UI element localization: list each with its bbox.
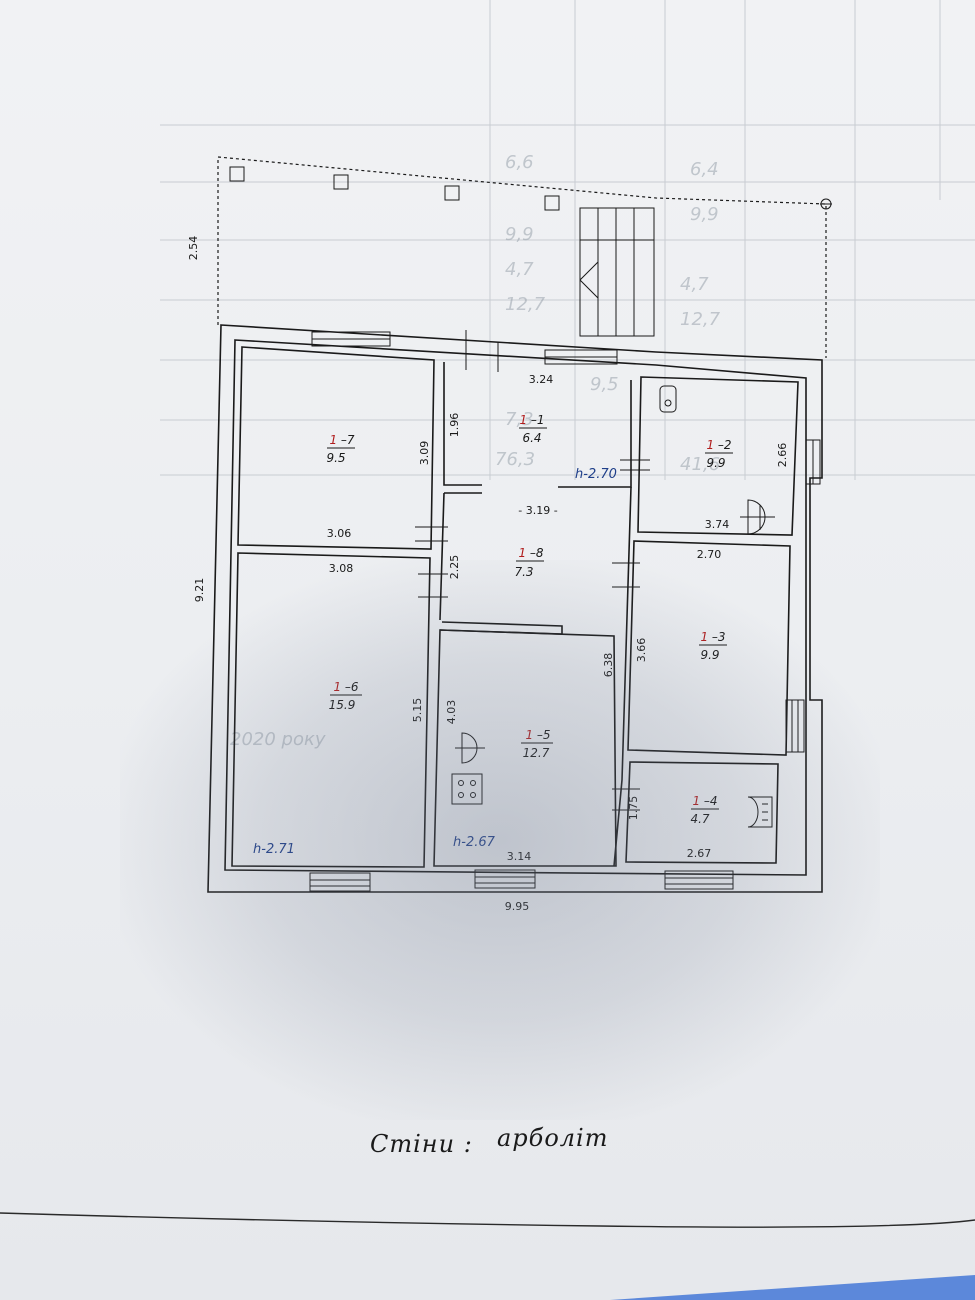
boiler-icon [740, 499, 775, 535]
ghost-text: 4,7 [680, 274, 709, 295]
room-id-num: 2 [724, 438, 732, 452]
ghost-text: 2020 року [230, 729, 326, 750]
room-height: h-2.67 [453, 835, 496, 850]
dimensions: 2.54 9.21 9.95 3.24 1.96 3.09 3.06 3.08 … [187, 236, 789, 913]
room-area: 15.9 [329, 698, 356, 712]
dim-label: 4.03 [445, 700, 458, 725]
room-area: 9.9 [706, 456, 725, 470]
room-height: h-2.70 [575, 467, 617, 482]
room-id: 1 –4 [692, 794, 717, 808]
room-labels: 1 –1 6.4 h-2.70 1 –2 9.9 1 –3 9.9 1 –4 4… [253, 413, 733, 857]
room-id-prefix: 1 [329, 433, 337, 447]
tablecloth-corner [610, 1275, 975, 1300]
room-area: 6.4 [522, 431, 541, 445]
dim-overall-width: 9.95 [505, 900, 530, 913]
ghost-text: 6,6 [505, 152, 534, 173]
toilet-icon [659, 385, 677, 413]
background-table: 6,6 9,9 4,7 12,7 9,5 7,3 76,3 6,4 9,9 4,… [160, 0, 975, 750]
dim-label: 3.14 [507, 850, 532, 863]
ghost-text: 76,3 [495, 449, 535, 470]
room-height: h-2.71 [253, 842, 295, 857]
dim-label: 1.96 [448, 413, 461, 438]
room-id: 1 –8 [518, 546, 543, 560]
room-id-num: 6 [351, 680, 359, 694]
dim-label: - 3.19 - [518, 504, 557, 517]
windows [309, 331, 821, 892]
dim-label: 2.67 [687, 847, 712, 860]
ghost-text: 41,6 [680, 454, 720, 475]
ghost-text: 12,7 [680, 309, 721, 330]
room-id: 1 –1 [519, 413, 544, 427]
dim-label: 3.74 [705, 518, 730, 531]
room-id: 1 –6 [333, 680, 358, 694]
shower-icon [747, 796, 773, 828]
room-id: 1 –3 [700, 630, 725, 644]
room-area: 9.9 [700, 648, 719, 662]
terrace [217, 156, 832, 358]
room-id-prefix: 1 [706, 438, 714, 452]
room-area: 4.7 [690, 812, 709, 826]
dim-label: 1.75 [627, 796, 640, 821]
walls-material: арболіт [497, 1124, 608, 1152]
dim-label: 2.25 [448, 555, 461, 580]
dim-label: 5.15 [411, 698, 424, 723]
interior-walls [231, 330, 799, 868]
room-id-prefix: 1 [519, 413, 527, 427]
boiler-icon [455, 732, 485, 764]
fold-line [0, 1212, 975, 1228]
ghost-text: 4,7 [505, 259, 534, 280]
room-area: 9.5 [326, 451, 345, 465]
room-id-num: 1 [537, 413, 545, 427]
ghost-text: 9,9 [505, 224, 534, 245]
room-id-prefix: 1 [333, 680, 341, 694]
dim-label: 3.06 [327, 527, 352, 540]
dim-label: 3.08 [329, 562, 354, 575]
room-id-num: 5 [543, 728, 551, 742]
room-id: 1 –5 [525, 728, 550, 742]
room-id: 1 –7 [329, 433, 354, 447]
dim-terrace: 2.54 [187, 236, 200, 261]
dim-label: 3.09 [418, 441, 431, 466]
dim-label: 3.66 [635, 638, 648, 663]
fixtures [451, 385, 775, 828]
dim-label: 3.24 [529, 373, 554, 386]
dim-label: 2.70 [697, 548, 722, 561]
room-id-prefix: 1 [525, 728, 533, 742]
walls-label: Стіни : [370, 1130, 473, 1158]
stove-icon [451, 773, 483, 805]
room-id-num: 7 [347, 433, 355, 447]
room-id-num: 4 [710, 794, 718, 808]
ghost-text: 6,4 [690, 159, 719, 180]
room-id: 1 –2 [706, 438, 731, 452]
dim-label: 2.66 [776, 443, 789, 468]
outer-walls [207, 324, 823, 893]
room-id-num: 8 [536, 546, 544, 560]
room-id-num: 3 [718, 630, 726, 644]
ghost-text: 7,3 [505, 409, 534, 430]
dim-label: 6.38 [602, 653, 615, 678]
ghost-text: 9,5 [590, 374, 619, 395]
room-area: 7.3 [514, 565, 533, 579]
ghost-text: 12,7 [505, 294, 546, 315]
ghost-text: 9,9 [690, 204, 719, 225]
room-id-prefix: 1 [692, 794, 700, 808]
room-id-prefix: 1 [518, 546, 526, 560]
dim-overall-height: 9.21 [193, 578, 206, 603]
room-id-prefix: 1 [700, 630, 708, 644]
room-area: 12.7 [523, 746, 550, 760]
